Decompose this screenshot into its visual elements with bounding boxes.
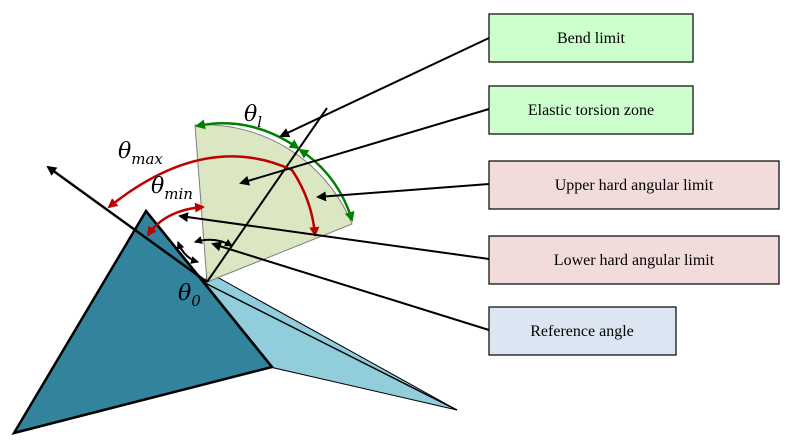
theta-min-sub: min [164,185,193,203]
theta-max-arc [107,155,320,237]
elastic-torsion-zone-label: Elastic torsion zone [528,102,654,119]
upper-hard-angular-limit-label: Upper hard angular limit [555,177,714,194]
reference-angle-box: Reference angle [488,306,677,356]
elastic-torsion-zone [194,124,353,283]
theta-l-sub: l [257,113,262,131]
elastic-zone-leader [239,108,490,186]
bend-limit-box: Bend limit [488,13,694,63]
upper-hard-angular-limit-box: Upper hard angular limit [488,160,780,210]
reference-angle-label: Reference angle [530,323,633,340]
lower-limit-leader [178,212,490,260]
theta-l-symbol: θl [244,102,262,131]
theta-l-base: θ [244,102,257,127]
theta-0-arc-small [176,241,199,264]
theta-max-base: θ [118,139,131,164]
theta-0-symbol: θ0 [178,281,201,310]
theta-0-base: θ [178,281,191,306]
theta-0-sub: 0 [191,292,201,310]
reference-angle-leader [211,241,490,331]
joint-axis-line [206,107,328,283]
light-triangle-edge [204,282,458,411]
bend-limit-arc [298,148,355,222]
theta-0-arc-mid [194,236,233,247]
bend-limit-label: Bend limit [557,30,626,47]
theta-min-base: θ [151,174,164,199]
theta-l-arc [195,119,300,150]
bend-limit-leader [279,37,490,138]
theta-max-symbol: θmax [118,139,163,168]
shared-edge [145,210,273,368]
theta-min-symbol: θmin [151,174,193,203]
lower-hard-angular-limit-label: Lower hard angular limit [554,252,715,269]
upper-limit-leader [316,183,490,202]
theta-max-sub: max [131,150,163,168]
elastic-torsion-zone-box: Elastic torsion zone [488,85,694,135]
theta-min-arc [146,202,205,237]
lower-hard-angular-limit-box: Lower hard angular limit [488,235,780,285]
